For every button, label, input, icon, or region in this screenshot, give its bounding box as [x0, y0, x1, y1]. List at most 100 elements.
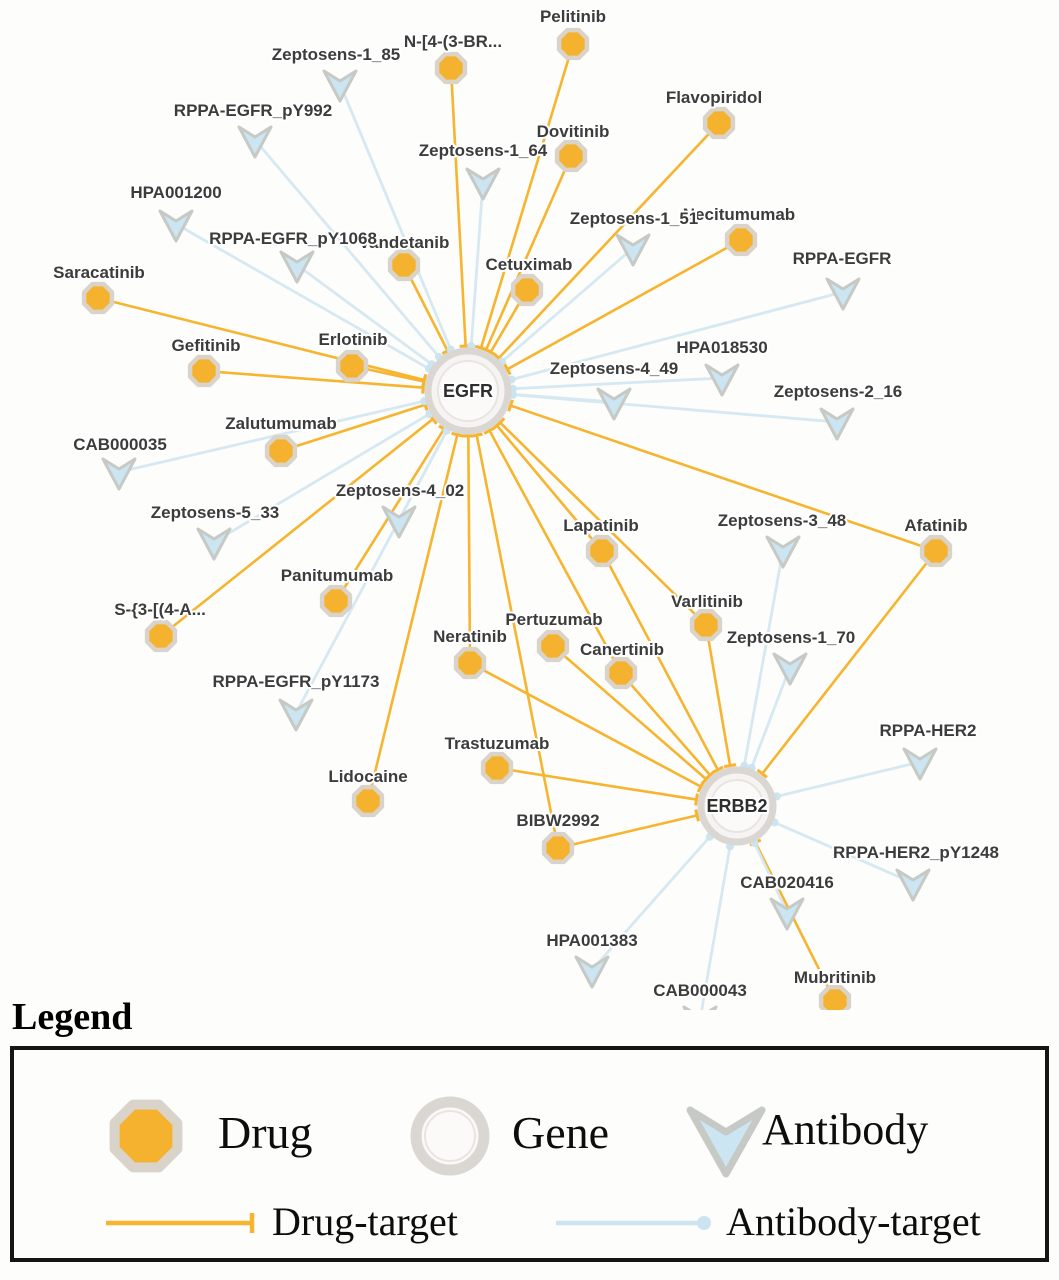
antibody-label-zeptosens-4-02: Zeptosens-4_02 [336, 481, 465, 500]
antibody-target-edge-rppa-egfr-egfr [511, 290, 844, 381]
antibody-node-zeptosens-1-85[interactable] [322, 69, 358, 103]
drug-label-pelitinib: Pelitinib [540, 7, 606, 26]
drug-node-lidocaine[interactable] [351, 784, 385, 818]
drug-node-canertinib[interactable] [604, 656, 638, 690]
legend-label-antibody: Antibody [762, 1105, 929, 1154]
antibody-target-edge-zeptosens-2-16-egfr [512, 393, 838, 424]
drug-label-canertinib: Canertinib [580, 640, 664, 659]
drug-target-tee [484, 347, 497, 357]
antibody-node-zeptosens-4-49[interactable] [596, 387, 632, 421]
drug-node-gefitinib[interactable] [187, 354, 221, 388]
drug-node-n-4-3-br[interactable] [434, 51, 468, 85]
drug-node-bibw2992[interactable] [541, 831, 575, 865]
antibody-node-zeptosens-1-64[interactable] [465, 167, 501, 201]
drug-node-cetuximab[interactable] [510, 273, 544, 307]
antibody-node-zeptosens-4-02[interactable] [381, 505, 417, 539]
drug-node-afatinib[interactable] [919, 534, 953, 568]
drug-target-edge-varlitinib-erbb2 [704, 624, 732, 766]
antibody-node-rppa-egfr-py1068[interactable] [279, 250, 315, 284]
drug-node-dovitinib[interactable] [554, 139, 588, 173]
gene-label-egfr: EGFR [443, 381, 493, 401]
drug-target-edge-pertuzumab-erbb2 [552, 645, 707, 781]
antibody-node-zeptosens-3-48[interactable] [765, 535, 801, 569]
drug-node-saracatinib[interactable] [81, 281, 115, 315]
antibody-label-hpa001383: HPA001383 [546, 931, 637, 950]
antibody-node-hpa001200[interactable] [158, 209, 194, 243]
antibody-label-rppa-egfr-py992: RPPA-EGFR_pY992 [174, 101, 332, 120]
drug-node-pelitinib[interactable] [556, 27, 590, 61]
drug-label-cetuximab: Cetuximab [486, 255, 573, 274]
drug-node-pertuzumab[interactable] [536, 629, 570, 663]
drug-label-panitumumab: Panitumumab [281, 566, 393, 585]
drug-node-flavopiridol[interactable] [702, 106, 736, 140]
antibody-node-zeptosens-1-51[interactable] [615, 233, 651, 267]
drug-target-edge-canertinib-erbb2 [620, 672, 712, 776]
gene-node-inner-erbb2 [710, 779, 764, 833]
drug-target-edge-saracatinib-egfr [97, 296, 425, 382]
drug-target-tee [694, 793, 699, 806]
antibody-node-rppa-her2[interactable] [902, 747, 938, 781]
drug-node-trastuzumab[interactable] [480, 751, 514, 785]
drug-node-varlitinib[interactable] [689, 608, 723, 642]
antibody-node-cab000043[interactable] [682, 1005, 718, 1010]
antibody-label-rppa-her2: RPPA-HER2 [880, 721, 977, 740]
drug-node-lapatinib[interactable] [585, 534, 619, 568]
antibody-label-zeptosens-3-48: Zeptosens-3_48 [718, 511, 847, 530]
antibody-node-cab000035[interactable] [101, 457, 137, 491]
drug-node-vandetanib[interactable] [387, 248, 421, 282]
drug-target-edge-canertinib-egfr [488, 429, 623, 674]
antibody-node-zeptosens-5-33[interactable] [196, 527, 232, 561]
drug-target-edge-lidocaine-egfr [366, 434, 459, 802]
drug-target-edge-s-3-4-a-egfr [160, 418, 434, 638]
legend-label-drug-target: Drug-target [272, 1199, 458, 1244]
drug-target-tee [451, 431, 464, 438]
drug-label-mubritinib: Mubritinib [794, 968, 876, 987]
drug-node-zalutumumab[interactable] [264, 434, 298, 468]
drug-target-tee [483, 426, 496, 435]
drug-target-edge-lapatinib-erbb2 [600, 550, 719, 771]
drug-node-neratinib[interactable] [453, 646, 487, 680]
label-layer: EGFRERBB2PelitinibN-[4-(3-BR...Dovitinib… [51, 5, 1001, 1002]
antibody-label-rppa-egfr-py1068: RPPA-EGFR_pY1068 [209, 229, 377, 248]
antibody-label-zeptosens-1-85: Zeptosens-1_85 [272, 45, 401, 64]
antibody-label-zeptosens-1-70: Zeptosens-1_70 [727, 628, 856, 647]
drug-target-edge-lapatinib-egfr [495, 424, 603, 552]
gene-node-inner-egfr [437, 360, 499, 422]
antibody-label-zeptosens-1-64: Zeptosens-1_64 [419, 141, 548, 160]
drug-node-mubritinib[interactable] [818, 984, 852, 1010]
antibody-label-rppa-her2-py1248: RPPA-HER2_pY1248 [833, 843, 999, 862]
drug-label-pertuzumab: Pertuzumab [505, 610, 602, 629]
antibody-node-rppa-egfr[interactable] [825, 277, 861, 311]
antibody-node-rppa-egfr-py1173[interactable] [278, 698, 314, 732]
antibody-target-edge-zeptosens-1-85-egfr [338, 83, 452, 351]
antibody-target-edge-cab000043-erbb2 [700, 846, 732, 1010]
drug-target-edge-zalutumumab-egfr [280, 403, 426, 453]
drug-target-legend-line [106, 1213, 255, 1233]
drug-target-edge-afatinib-erbb2 [761, 550, 938, 775]
antibody-node-zeptosens-1-70[interactable] [772, 652, 808, 686]
drug-node-panitumumab[interactable] [319, 584, 353, 618]
antibody-node-cab020416[interactable] [769, 897, 805, 931]
drug-legend-icon [109, 1099, 183, 1173]
antibody-node-hpa018530[interactable] [704, 363, 740, 397]
antibody-target-edge-zeptosens-5-33-egfr [213, 412, 431, 544]
drug-node-necitumumab[interactable] [724, 223, 758, 257]
antibody-node-zeptosens-2-16[interactable] [819, 407, 855, 441]
drug-node-erlotinib[interactable] [335, 349, 369, 383]
gene-label-erbb2: ERBB2 [706, 796, 767, 816]
antibody-target-edge-zeptosens-1-64-egfr [469, 181, 485, 347]
drug-target-tee [421, 375, 427, 388]
antibody-node-rppa-her2-py1248[interactable] [895, 868, 931, 902]
drug-label-lapatinib: Lapatinib [563, 516, 639, 535]
drug-target-edge-flavopiridol-egfr [497, 122, 720, 360]
legend-label-gene: Gene [512, 1107, 610, 1158]
edge-marker-layer [420, 342, 781, 851]
antibody-label-zeptosens-5-33: Zeptosens-5_33 [151, 503, 280, 522]
drug-label-flavopiridol: Flavopiridol [666, 88, 762, 107]
drug-target-edge-necitumumab-egfr [506, 238, 742, 371]
drug-node-s-3-4-a[interactable] [144, 619, 178, 653]
antibody-node-hpa001383[interactable] [574, 955, 610, 989]
drug-gene-antibody-network: EGFRERBB2PelitinibN-[4-(3-BR...Dovitinib… [51, 5, 1001, 1010]
antibody-node-rppa-egfr-py992[interactable] [237, 125, 273, 159]
antibody-label-zeptosens-4-49: Zeptosens-4_49 [550, 359, 679, 378]
